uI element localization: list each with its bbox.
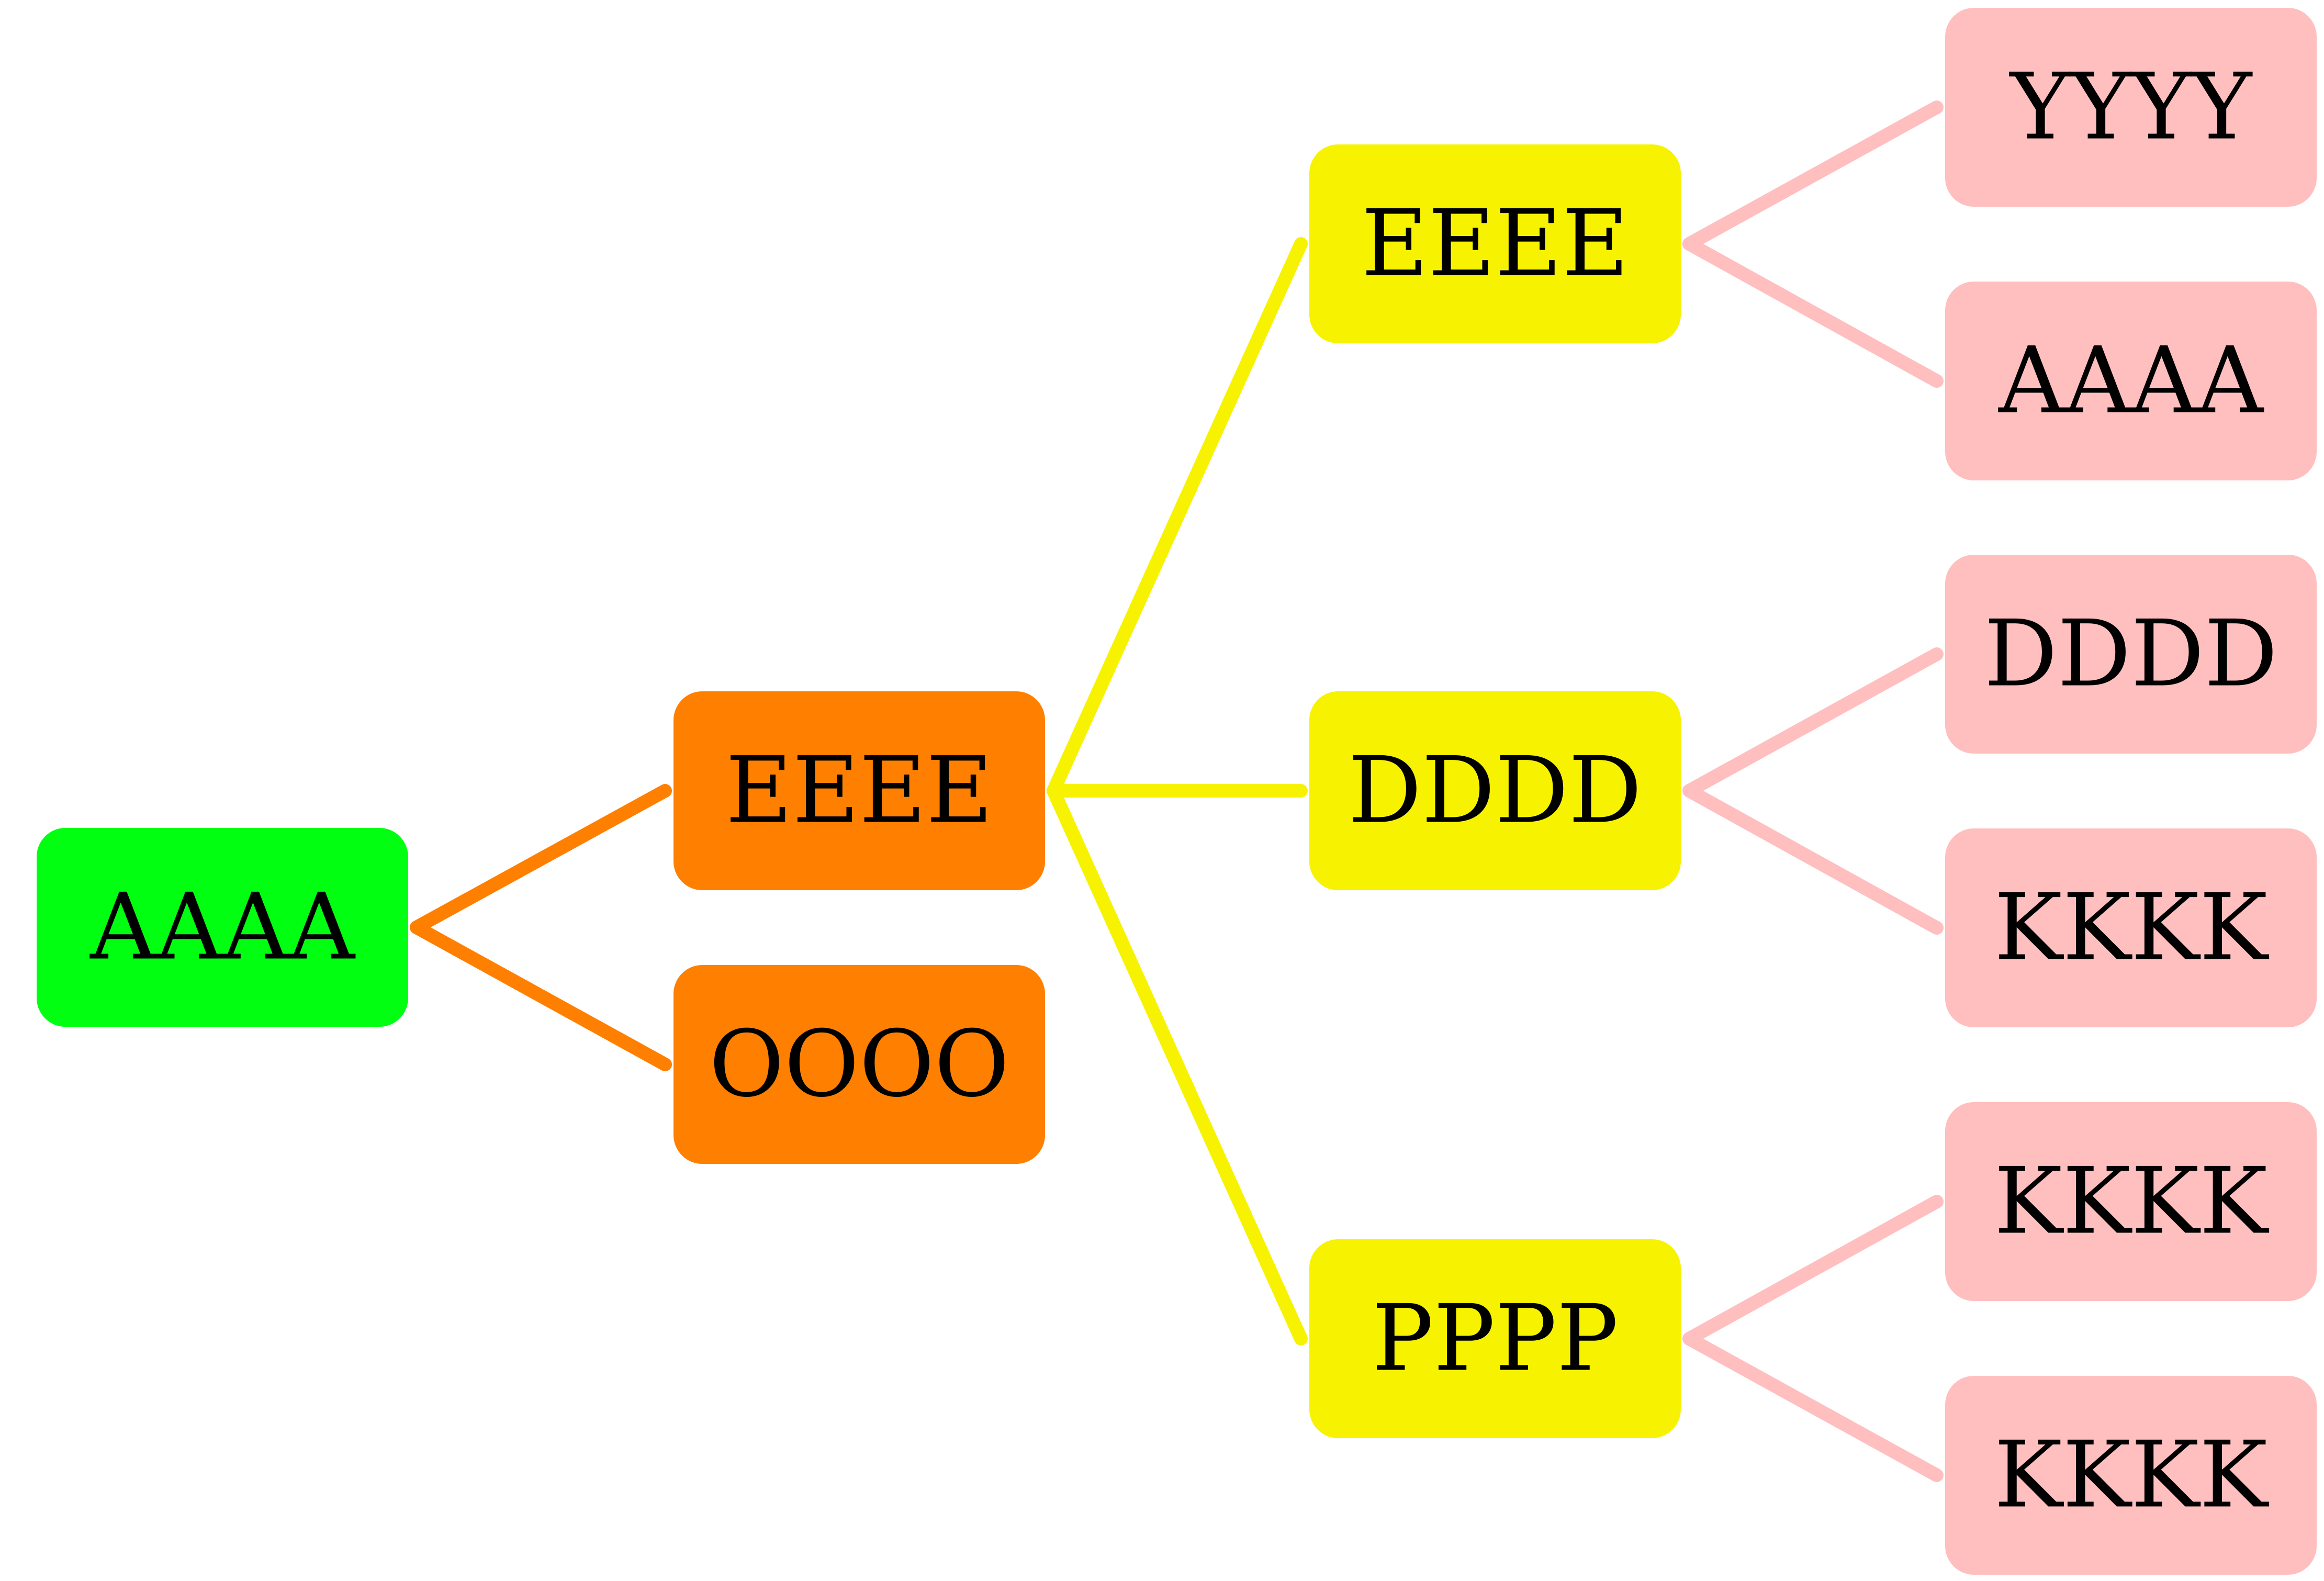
node-yyyy-level3-label: YYYY	[2009, 54, 2253, 161]
node-eeee-level1-label: EEEE	[726, 738, 993, 844]
node-kkkk-level3-second-label: KKKK	[1994, 1149, 2270, 1255]
edge-pppp-2-to-kkkk-3c	[1682, 1332, 1944, 1482]
node-eeee-level1-box	[673, 691, 1045, 890]
node-eeee-level2-label: EEEE	[1362, 191, 1629, 297]
edge-pppp-2-to-kkkk-3b	[1682, 1195, 1944, 1345]
edge-eeee-2-to-aaaa-3	[1682, 237, 1944, 388]
node-pppp-level2-label: PPPP	[1372, 1286, 1619, 1392]
node-kkkk-level3-third-label: KKKK	[1994, 1422, 2270, 1529]
node-kkkk-level3-third-box	[1945, 1376, 2317, 1575]
node-pppp-level2-box	[1309, 1239, 1681, 1438]
node-kkkk-level3-first: KKKK	[1945, 828, 2317, 1027]
node-kkkk-level3-third: KKKK	[1945, 1376, 2317, 1575]
edge-root-to-eeee-1	[410, 784, 672, 934]
node-eeee-level1: EEEE	[673, 691, 1045, 890]
node-root-box	[37, 828, 408, 1027]
node-dddd-level3-box	[1945, 555, 2317, 754]
node-yyyy-level3: YYYY	[1945, 8, 2317, 207]
node-dddd-level2-label: DDDD	[1348, 738, 1642, 844]
node-dddd-level3-label: DDDD	[1984, 601, 2277, 708]
node-kkkk-level3-first-box	[1945, 828, 2317, 1027]
node-aaaa-level3-box	[1945, 282, 2317, 480]
node-yyyy-level3-box	[1945, 8, 2317, 207]
edge-eeee-1-to-eeee-2	[1047, 237, 1308, 798]
node-kkkk-level3-second: KKKK	[1945, 1102, 2317, 1301]
edge-layer	[410, 100, 1944, 1482]
node-kkkk-level3-first-label: KKKK	[1994, 875, 2270, 981]
edge-dddd-2-to-kkkk-3a	[1682, 784, 1944, 935]
node-oooo-level1-label: OOOO	[709, 1012, 1009, 1118]
node-aaaa-level3: AAAA	[1945, 282, 2317, 480]
node-aaaa-level3-label: AAAA	[1997, 328, 2264, 434]
edge-eeee-2-to-yyyy-3	[1682, 100, 1944, 251]
edge-root-to-oooo-1	[410, 921, 672, 1071]
node-eeee-level2: EEEE	[1309, 144, 1681, 343]
node-pppp-level2: PPPP	[1309, 1239, 1681, 1438]
node-root-label: AAAA	[89, 874, 356, 981]
node-oooo-level1-box	[673, 965, 1045, 1164]
node-oooo-level1: OOOO	[673, 965, 1045, 1164]
node-eeee-level2-box	[1309, 144, 1681, 343]
node-dddd-level2: DDDD	[1309, 691, 1681, 890]
edge-eeee-1-to-pppp-2	[1047, 784, 1308, 1345]
edge-dddd-2-to-dddd-3	[1682, 647, 1944, 798]
node-kkkk-level3-second-box	[1945, 1102, 2317, 1301]
node-dddd-level3: DDDD	[1945, 555, 2317, 754]
node-dddd-level2-box	[1309, 691, 1681, 890]
node-root: AAAA	[37, 828, 408, 1027]
